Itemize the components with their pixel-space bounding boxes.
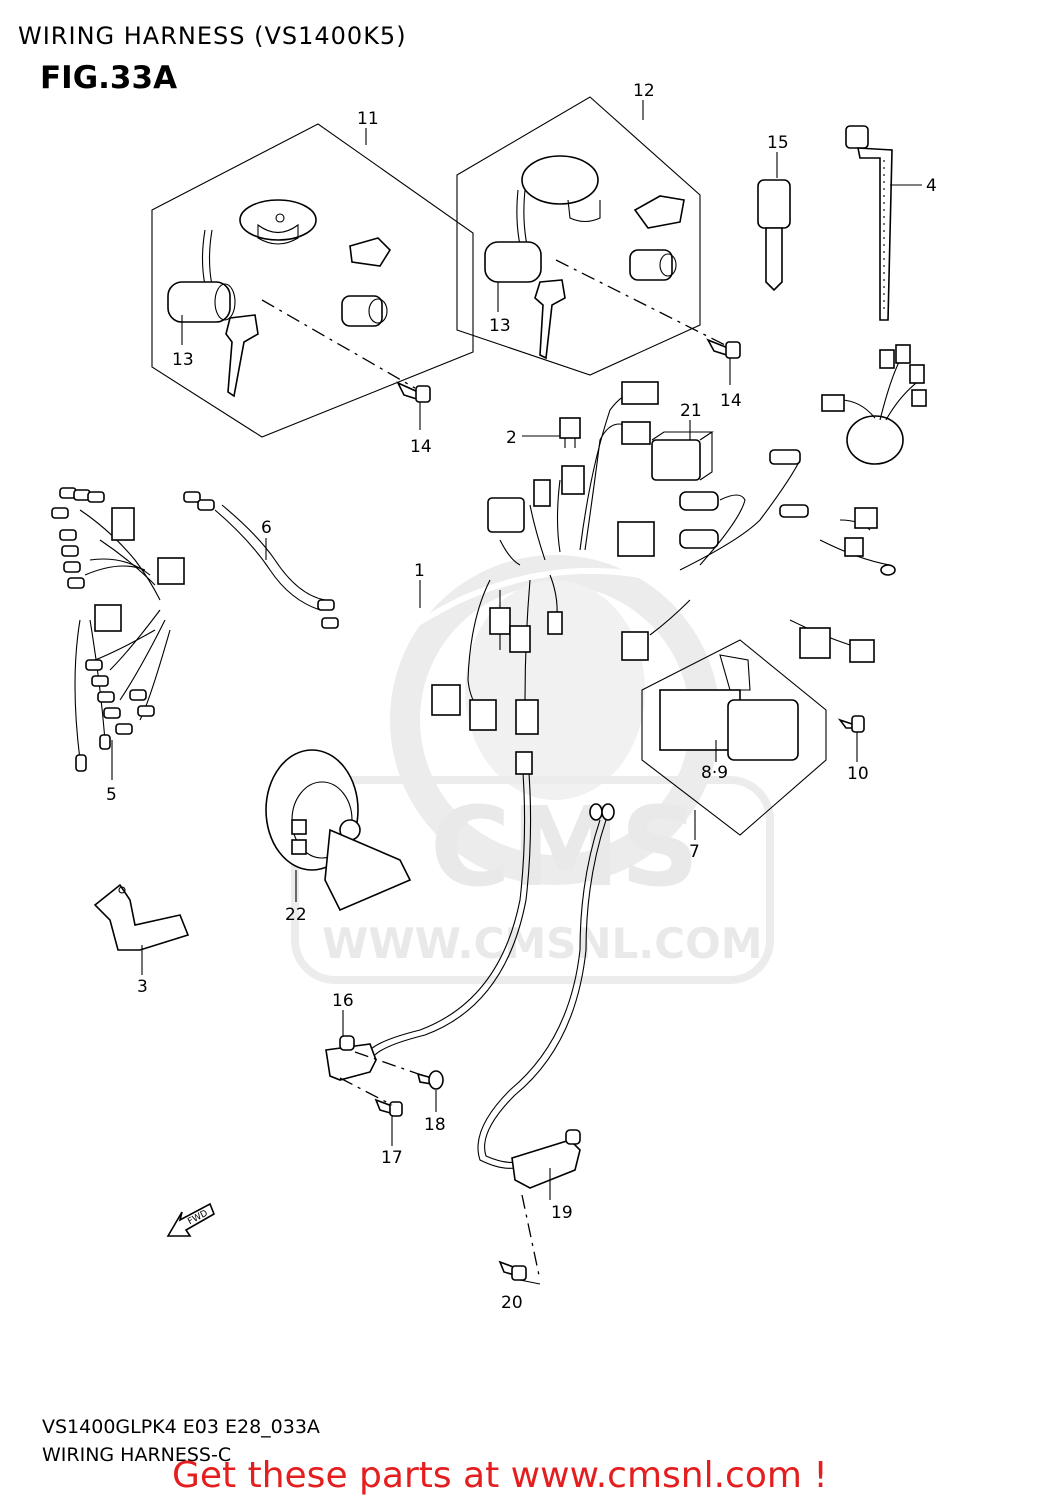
- callout-5: 5: [106, 785, 117, 805]
- callout-2: 2: [506, 428, 517, 448]
- part-5-sub-harness[interactable]: [51, 487, 185, 772]
- part-16-switch[interactable]: [325, 1035, 377, 1081]
- diagram-name: WIRING HARNESS-C: [42, 1444, 232, 1466]
- switch-lead-wires[interactable]: [369, 751, 615, 1169]
- callout-10: 10: [847, 764, 869, 784]
- fwd-arrow: FWD: [166, 1202, 216, 1237]
- part-6-lead-wire[interactable]: [183, 491, 339, 629]
- screw-18[interactable]: [416, 1070, 444, 1090]
- callout-22: 22: [285, 905, 307, 925]
- ignition-kit-box-11[interactable]: [151, 123, 474, 438]
- callout-numbers: 11 12 15 4 13 13 14 14 2 21 6 1 5 10 8·9…: [106, 81, 937, 1313]
- screw-20[interactable]: [498, 1260, 527, 1281]
- callout-19: 19: [551, 1203, 573, 1223]
- screw-14-b[interactable]: [706, 338, 741, 359]
- callout-21: 21: [680, 401, 702, 421]
- callout-13-b: 13: [489, 316, 511, 336]
- callout-3: 3: [137, 977, 148, 997]
- ignition-kit-box-12[interactable]: [456, 96, 701, 376]
- callout-20: 20: [501, 1293, 523, 1313]
- callout-11: 11: [357, 109, 379, 129]
- screw-17[interactable]: [374, 1098, 403, 1117]
- cta-link[interactable]: Get these parts at www.cmsnl.com !: [172, 1455, 828, 1496]
- part-15-key[interactable]: [757, 179, 791, 292]
- part-22-horn[interactable]: [265, 749, 412, 912]
- part-3-bracket[interactable]: [93, 883, 190, 951]
- watermark-url: WWW.CMSNL.COM: [322, 919, 763, 968]
- part-19-switch[interactable]: [511, 1129, 581, 1189]
- callout-leaders: [111, 100, 922, 1285]
- callout-17: 17: [381, 1148, 403, 1168]
- callout-8-9: 8·9: [701, 763, 728, 783]
- callout-13-a: 13: [172, 350, 194, 370]
- part-21-relay[interactable]: [651, 431, 714, 481]
- part-2-fuse[interactable]: [559, 417, 581, 448]
- watermark-brand: CMS: [430, 783, 699, 911]
- part-1-main-harness[interactable]: [157, 344, 927, 735]
- figure-label: FIG.33A: [40, 60, 178, 96]
- callout-1: 1: [414, 561, 425, 581]
- callout-12: 12: [633, 81, 655, 101]
- part-4-cable-tie[interactable]: [845, 125, 893, 321]
- screw-10[interactable]: [837, 715, 865, 733]
- part-7-kit-box[interactable]: [641, 639, 827, 836]
- screw-14-a[interactable]: [396, 381, 431, 403]
- callout-6: 6: [261, 518, 272, 538]
- callout-14-b: 14: [720, 391, 742, 411]
- callout-4: 4: [926, 176, 937, 196]
- diagram-code: VS1400GLPK4 E03 E28_033A: [42, 1416, 320, 1438]
- watermark: CMS WWW.CMSNL.COM: [291, 555, 774, 984]
- callout-7: 7: [689, 842, 700, 862]
- callout-18: 18: [424, 1115, 446, 1135]
- page-title: WIRING HARNESS (VS1400K5): [18, 22, 407, 50]
- callout-14-a: 14: [410, 437, 432, 457]
- callout-15: 15: [767, 133, 789, 153]
- callout-16: 16: [332, 991, 354, 1011]
- fwd-label: FWD: [186, 1209, 209, 1228]
